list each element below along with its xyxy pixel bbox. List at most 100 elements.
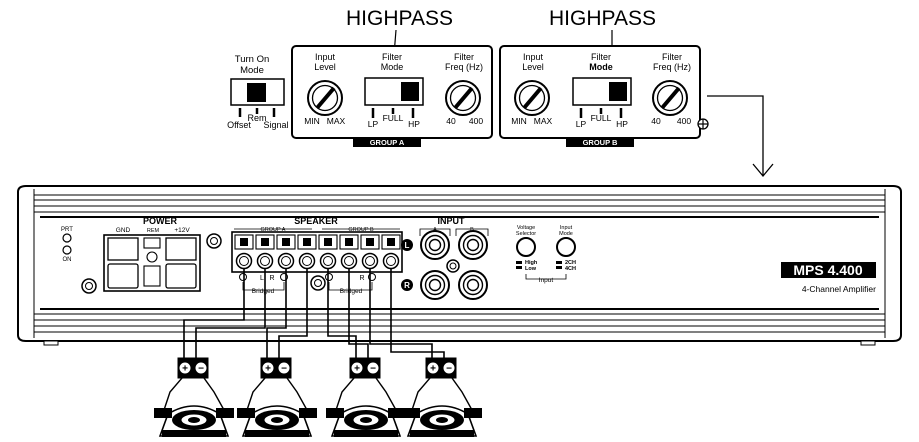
speaker-terminal-2[interactable]	[255, 234, 275, 270]
on-label: ON	[63, 257, 72, 263]
speaker-2: +−	[237, 357, 317, 437]
speaker-terminal-3[interactable]	[276, 234, 296, 270]
svg-text:4CH: 4CH	[565, 266, 576, 272]
leader-arrow-icon	[752, 163, 774, 178]
filter-freq-knob-b[interactable]	[652, 80, 688, 116]
speaker-terminal-8[interactable]	[381, 234, 401, 270]
speaker-l-a: L	[260, 275, 264, 282]
speaker-terminal-1[interactable]	[234, 234, 254, 270]
filter-freq-knob-a[interactable]	[445, 80, 481, 116]
wire-pair-1	[183, 268, 266, 358]
input-level-knob-b[interactable]	[514, 80, 550, 116]
speaker-terminal-4[interactable]	[297, 234, 317, 270]
svg-text:Mode: Mode	[381, 62, 404, 72]
svg-text:MAX: MAX	[534, 116, 553, 126]
prt-label: PRT	[61, 227, 73, 233]
svg-text:400: 400	[677, 116, 691, 126]
svg-text:Filter: Filter	[454, 52, 474, 62]
svg-text:FULL: FULL	[383, 113, 404, 123]
svg-text:Mode: Mode	[240, 65, 264, 76]
voltage-selector-button[interactable]: Voltage Selector High Low	[516, 225, 538, 272]
svg-text:Turn On: Turn On	[235, 54, 270, 65]
wire-pair-3	[327, 268, 369, 358]
filter-mode-switch-b[interactable]	[572, 77, 632, 106]
rca-input-panel[interactable]: INPUT A B	[419, 216, 489, 300]
screw-icon	[697, 118, 709, 130]
svg-text:Filter: Filter	[591, 52, 611, 62]
svg-text:2CH: 2CH	[565, 260, 576, 266]
svg-text:A: A	[433, 227, 437, 233]
svg-text:Input: Input	[560, 225, 573, 231]
power-terminal-block[interactable]: POWER GND REM +12V	[103, 216, 201, 292]
svg-text:LP: LP	[576, 119, 587, 129]
rca-jack-4[interactable]	[458, 270, 488, 300]
svg-text:GND: GND	[116, 227, 131, 234]
svg-text:High: High	[525, 260, 538, 266]
svg-text:400: 400	[469, 116, 483, 126]
speaker-r-b: R	[359, 275, 364, 282]
input-bottom-label: Input	[539, 277, 554, 284]
turn-on-rem: Rem	[247, 113, 266, 123]
svg-text:Voltage: Voltage	[517, 225, 535, 231]
svg-text:FULL: FULL	[591, 113, 612, 123]
control-panel-group-b: GROUP B Input Level MIN MAX Filter Mode …	[499, 45, 701, 147]
turn-on-mode-switch[interactable]: Turn On Mode Offset Rem Signal	[227, 54, 288, 130]
on-led	[62, 245, 72, 255]
speaker-4: +−	[402, 357, 482, 437]
svg-text:Input: Input	[315, 52, 336, 62]
wire-pair-4	[369, 268, 445, 358]
speaker-terminal-block[interactable]: SPEAKER GROUP A GROUP B	[231, 216, 403, 273]
terminal-sign: +	[265, 364, 271, 375]
svg-text:Mode: Mode	[559, 231, 573, 237]
svg-text:INPUT: INPUT	[438, 216, 466, 226]
svg-text:Filter: Filter	[382, 52, 402, 62]
svg-text:B: B	[470, 227, 474, 233]
model-name: MPS 4.400	[793, 262, 862, 278]
svg-text:Selector: Selector	[516, 231, 536, 237]
speaker-3: +−	[326, 357, 406, 437]
rca-jack-2[interactable]	[458, 230, 488, 260]
svg-text:POWER: POWER	[143, 216, 178, 226]
terminal-sign: −	[370, 364, 376, 375]
svg-text:Freq (Hz): Freq (Hz)	[653, 62, 691, 72]
svg-text:40: 40	[446, 116, 456, 126]
rca-jack-3[interactable]	[420, 270, 450, 300]
svg-text:Freq (Hz): Freq (Hz)	[445, 62, 483, 72]
speaker-1: +−	[154, 357, 234, 437]
highpass-callout-a: HIGHPASS	[346, 7, 453, 30]
speaker-r-a: R	[269, 275, 274, 282]
svg-text:Level: Level	[314, 62, 336, 72]
turn-on-signal: Signal	[263, 120, 288, 130]
svg-text:Level: Level	[522, 62, 544, 72]
turn-on-offset: Offset	[227, 120, 251, 130]
terminal-sign: +	[430, 364, 436, 375]
rca-jack-1[interactable]	[420, 230, 450, 260]
svg-text:GROUP A: GROUP A	[261, 227, 286, 233]
svg-text:HP: HP	[408, 119, 420, 129]
svg-text:MIN: MIN	[511, 116, 527, 126]
svg-text:Input: Input	[523, 52, 544, 62]
speaker-terminal-7[interactable]	[360, 234, 380, 270]
amplifier-chassis	[17, 185, 902, 342]
bridged-a-neg-terminal	[239, 273, 247, 281]
svg-text:HP: HP	[616, 119, 628, 129]
bridged-b-label: Bridged	[340, 288, 363, 295]
svg-text:Low: Low	[525, 266, 537, 272]
input-level-knob-a[interactable]	[307, 80, 343, 116]
speaker-wiring	[183, 268, 445, 358]
terminal-sign: +	[182, 364, 188, 375]
filter-mode-switch-a[interactable]	[364, 77, 424, 106]
svg-text:+12V: +12V	[174, 227, 190, 234]
group-b-label: GROUP B	[583, 138, 618, 147]
side-l-badge: L	[405, 241, 410, 250]
svg-text:MAX: MAX	[327, 116, 346, 126]
wire-pair-2	[266, 268, 308, 358]
input-mode-button[interactable]: Input Mode 2CH 4CH	[556, 225, 576, 272]
terminal-sign: −	[281, 364, 287, 375]
speaker-terminal-5[interactable]	[318, 234, 338, 270]
svg-text:SPEAKER: SPEAKER	[294, 216, 338, 226]
svg-text:MIN: MIN	[304, 116, 320, 126]
speaker-group: +−+−+−+−	[154, 357, 482, 437]
side-r-badge: R	[404, 281, 410, 290]
